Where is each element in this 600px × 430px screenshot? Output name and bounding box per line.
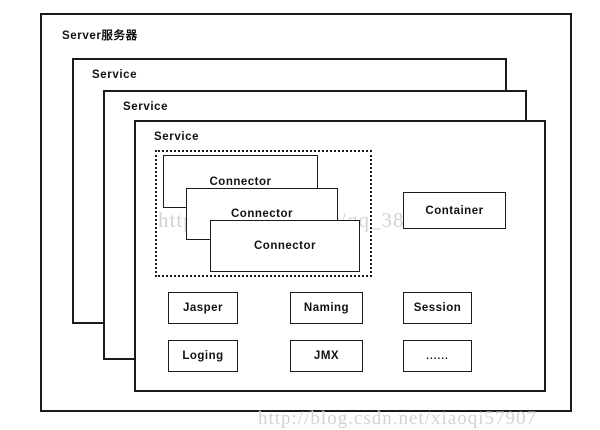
container-box-label: Container [425, 204, 484, 217]
component-box-session-label: Session [413, 302, 462, 314]
connector-box-3: Connector [210, 220, 360, 272]
server-box-label: Server服务器 [62, 30, 138, 42]
component-box-naming: Naming [290, 292, 363, 324]
component-box-loging: Loging [168, 340, 238, 372]
component-box-naming-label: Naming [303, 302, 350, 314]
connector-box-1-label: Connector [209, 175, 272, 188]
connector-box-2-label: Connector [231, 208, 293, 220]
component-box-loging-label: Loging [182, 350, 224, 362]
connector-box-3-label: Connector [254, 240, 316, 252]
connector-group-box [155, 150, 372, 277]
component-box-jmx: JMX [290, 340, 363, 372]
component-box-session: Session [403, 292, 472, 324]
service-box-3-label: Service [154, 131, 200, 143]
component-box-jasper-label: Jasper [182, 302, 224, 314]
container-box: Container [403, 192, 506, 229]
component-box-ellipsis-label: ...... [426, 350, 449, 362]
service-box-2-label: Service [123, 101, 169, 113]
service-box-1-label: Service [92, 69, 138, 81]
component-box-ellipsis: ...... [403, 340, 472, 372]
component-box-jasper: Jasper [168, 292, 238, 324]
component-box-jmx-label: JMX [313, 350, 340, 362]
